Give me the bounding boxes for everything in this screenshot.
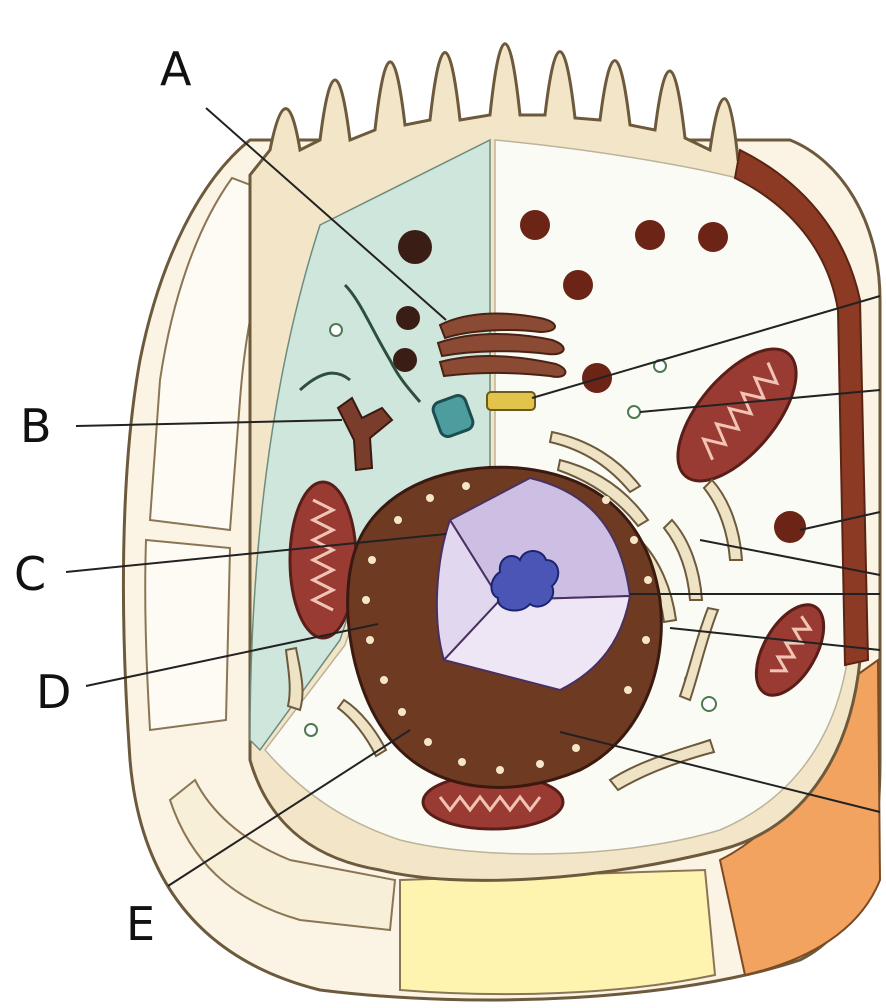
label-e: E [126,897,155,951]
centriole [487,392,535,410]
vesicle [774,511,806,543]
small-vesicle [628,406,640,418]
vesicle [635,220,665,250]
label-d: D [36,665,71,719]
small-vesicle [305,724,317,736]
label-b: B [20,399,52,453]
vesicle [520,210,550,240]
vesicle [698,222,728,252]
label-c: C [14,547,46,601]
small-vesicle [330,324,342,336]
left-neighbor-cell-middle [145,540,230,730]
small-vesicle [702,697,716,711]
vesicle [398,230,432,264]
label-a: A [160,42,192,96]
vesicle [563,270,593,300]
mitochondrion [290,482,356,638]
vesicle [393,348,417,372]
vesicle [396,306,420,330]
golgi-apparatus [438,314,565,377]
bottom-neighbor-cell-yellow [400,870,715,994]
